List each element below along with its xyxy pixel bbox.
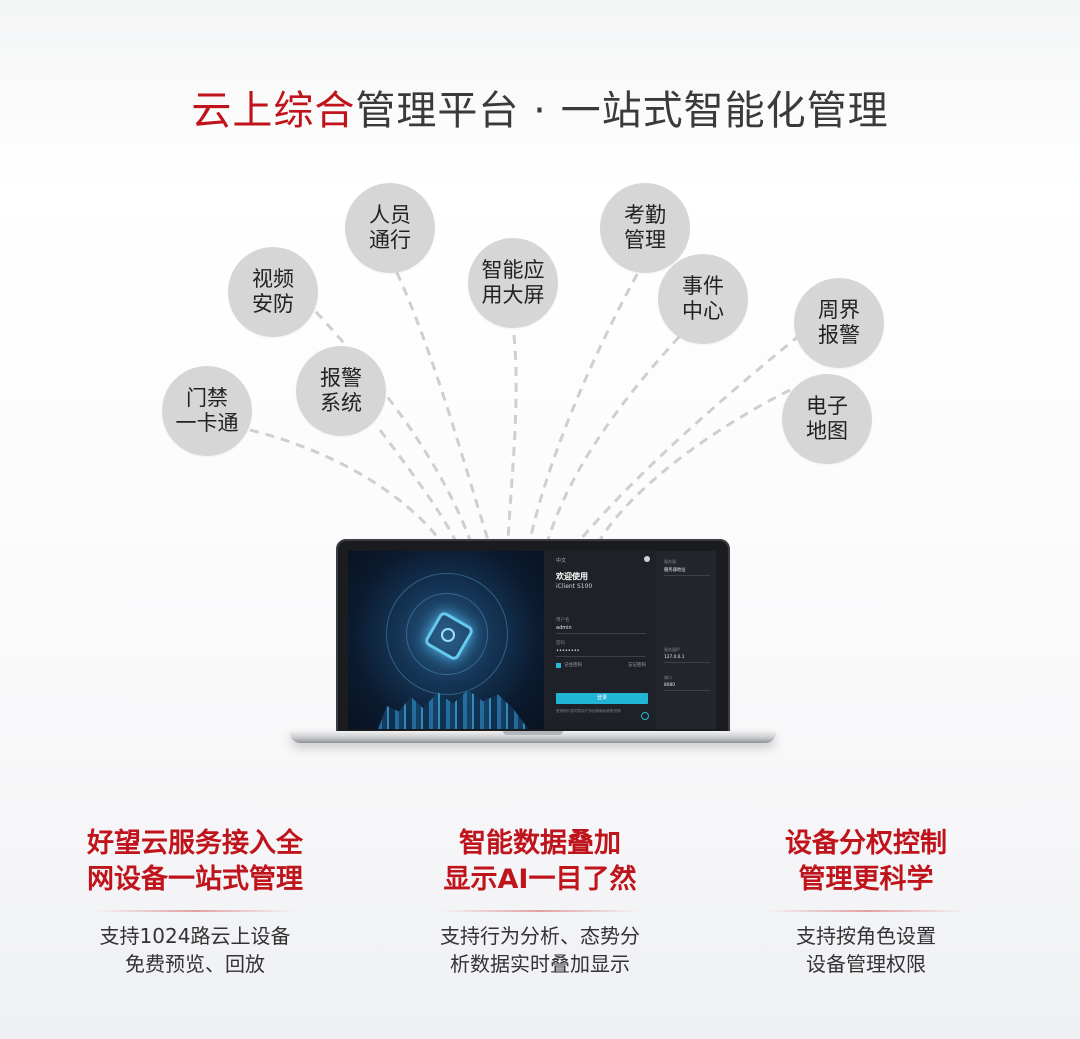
connector-line [546,323,692,541]
feature-desc-line1: 支持按角色设置 [796,924,936,948]
feature-desc-line2: 设备管理权限 [806,952,926,976]
bubble-perimeter-alarm: 周界报警 [794,278,884,368]
feature-divider [95,910,295,912]
login-button[interactable]: 登录 [556,693,648,704]
bubble-smart-screen: 智能应用大屏 [468,238,558,328]
bubble-attendance: 考勤管理 [600,183,690,273]
connector-line [598,388,791,541]
bubble-video-security: 视频安防 [228,247,318,337]
feature-title-line2: 管理更科学 [798,864,934,895]
username-field[interactable]: admin [556,625,646,634]
page-title-accent: 云上综合 [191,88,356,134]
feature-ai-overlay: 智能数据叠加 显示AI一目了然 支持行为分析、态势分 析数据实时叠加显示 [390,826,690,978]
feature-title-line1: 好望云服务接入全 [87,828,303,859]
connector-line [506,334,518,541]
feature-permission-control: 设备分权控制 管理更科学 支持按角色设置 设备管理权限 [716,826,1016,978]
server-panel: 服务器 服务器地址 服务器IP 127.0.0.1 端口 8080 [656,551,716,729]
agreement-text: 登录即代表同意用户协议和隐私政策说明 [556,709,621,713]
help-icon[interactable] [641,712,649,720]
bubble-alarm-system: 报警系统 [296,346,386,436]
connector-line [578,333,801,541]
page-title-rest: 管理平台 · 一站式智能化管理 [355,88,889,134]
feature-desc-line2: 免费预览、回放 [125,952,265,976]
settings-icon[interactable] [644,556,650,562]
remember-label: 记住密码 [564,663,582,668]
remember-checkbox[interactable] [556,663,561,668]
login-panel: 中文 欢迎使用 iClient S100 用户名 admin 密码 ••••••… [544,551,656,729]
bubble-event-center: 事件中心 [658,254,748,344]
feature-cloud-access: 好望云服务接入全 网设备一站式管理 支持1024路云上设备 免费预览、回放 [45,826,345,978]
feature-title-line1: 智能数据叠加 [459,828,621,859]
page-title: 云上综合管理平台 · 一站式智能化管理 [0,78,1080,136]
laptop-base [290,731,776,743]
welcome-heading: 欢迎使用 [556,572,588,581]
laptop-lid: 中文 欢迎使用 iClient S100 用户名 admin 密码 ••••••… [336,539,730,735]
bubble-electronic-map: 电子地图 [782,374,872,464]
server-select[interactable]: 服务器地址 [664,567,710,576]
login-hero-image [348,551,544,729]
feature-title-line2: 网设备一站式管理 [87,864,303,895]
feature-divider [766,910,966,912]
port-label: 端口 [664,675,672,680]
product-name: iClient S100 [556,583,593,590]
forgot-password-link[interactable]: 忘记密码 [628,663,646,668]
server-ip-label: 服务器IP [664,647,680,652]
laptop-notch [503,731,563,735]
username-label: 用户名 [556,618,570,623]
connector-line [249,428,442,541]
port-field[interactable]: 8080 [664,683,710,691]
laptop-screen: 中文 欢迎使用 iClient S100 用户名 admin 密码 ••••••… [348,551,716,729]
server-label: 服务器 [664,559,676,564]
feature-desc-line2: 析数据实时叠加显示 [450,952,630,976]
feature-title-line1: 设备分权控制 [785,828,947,859]
feature-desc-line1: 支持1024路云上设备 [99,924,291,948]
feature-divider [440,910,640,912]
feature-desc-line1: 支持行为分析、态势分 [440,924,640,948]
connector-line [378,429,457,541]
password-label: 密码 [556,641,565,646]
language-selector[interactable]: 中文 [556,558,567,564]
connector-line [303,298,472,541]
server-ip-field[interactable]: 127.0.0.1 [664,655,710,663]
bubble-personnel-access: 人员通行 [345,183,435,273]
connector-line [388,257,490,541]
feature-title-line2: 显示AI一目了然 [443,864,637,895]
password-field[interactable]: •••••••• [556,648,646,657]
connector-line [528,259,647,541]
laptop-mockup: 中文 欢迎使用 iClient S100 用户名 admin 密码 ••••••… [290,535,776,760]
bubble-access-card: 门禁一卡通 [162,366,252,456]
